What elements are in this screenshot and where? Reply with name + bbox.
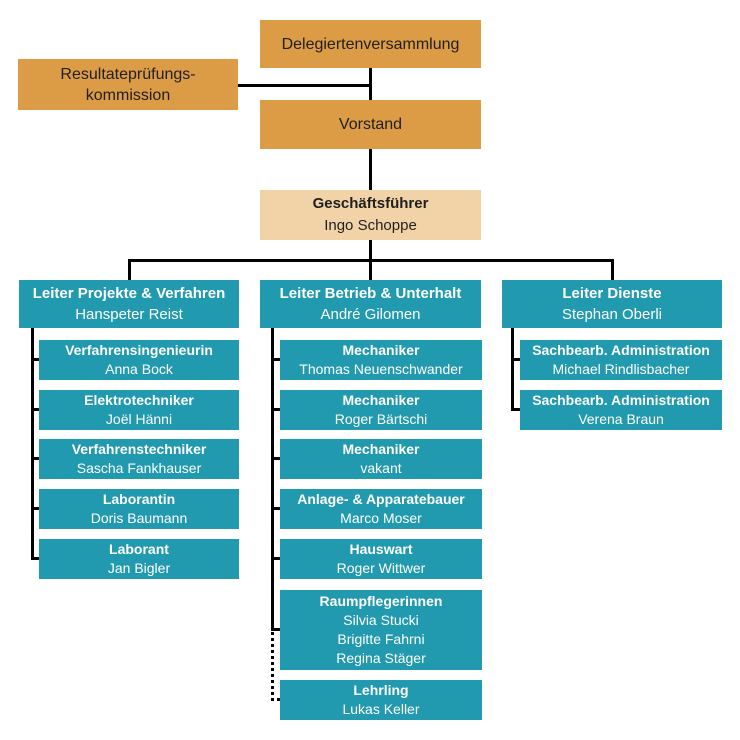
role-title: Mechaniker: [342, 441, 420, 457]
person-name: Roger Wittwer: [336, 560, 426, 576]
node-mechaniker-1: Mechaniker Thomas Neuenschwander: [280, 340, 482, 380]
stub-col2-item5: [271, 557, 281, 560]
person-name: André Gilomen: [320, 306, 421, 323]
node-verfahrensingenieurin: Verfahrensingenieurin Anna Bock: [39, 340, 239, 380]
role-title: Sachbearb. Administration: [532, 392, 710, 408]
node-lehrling: Lehrling Lukas Keller: [280, 680, 482, 720]
connector-drop-right: [611, 259, 614, 280]
node-geschaeftsfuehrer: Geschäftsführer Ingo Schoppe: [260, 190, 481, 240]
stub-col2-item3: [271, 457, 281, 460]
node-leiter-dienste: Leiter Dienste Stephan Oberli: [502, 280, 722, 328]
node-sachbearb-administration-1: Sachbearb. Administration Michael Rindli…: [520, 340, 722, 380]
person-name: Hanspeter Reist: [75, 306, 183, 323]
node-elektrotechniker: Elektrotechniker Joël Hänni: [39, 390, 239, 430]
node-title-line2: kommission: [85, 86, 171, 104]
person-name: Sascha Fankhauser: [76, 460, 202, 476]
role-title: Raumpflegerinnen: [319, 593, 443, 609]
node-mechaniker-3: Mechaniker vakant: [280, 439, 482, 479]
person-name: Lukas Keller: [342, 701, 420, 717]
role-title: Lehrling: [353, 682, 409, 698]
node-title-line1: Resultateprüfungs-: [60, 65, 196, 83]
person-name: Roger Bärtschi: [334, 411, 428, 427]
person-name: Marco Moser: [340, 510, 422, 526]
stub-col2-item4: [271, 507, 281, 510]
node-mechaniker-2: Mechaniker Roger Bärtschi: [280, 390, 482, 430]
person-name: Anna Bock: [105, 361, 173, 377]
role-title: Sachbearb. Administration: [532, 342, 710, 358]
stub-col1-item3: [31, 457, 40, 460]
node-raumpflegerinnen: Raumpflegerinnen Silvia Stucki Brigitte …: [280, 590, 482, 670]
connector-main-horizontal: [128, 259, 614, 262]
stub-col2-item2: [271, 408, 281, 411]
rail-column-2: [271, 328, 274, 630]
role-title: Mechaniker: [342, 342, 420, 358]
role-title: Leiter Dienste: [562, 285, 662, 302]
person-name: Thomas Neuenschwander: [299, 361, 463, 377]
rail-column-1: [31, 328, 34, 559]
node-title: Vorstand: [338, 116, 403, 133]
stub-col1-item1: [31, 358, 40, 361]
connector-drop-left: [128, 259, 131, 280]
role-title: Leiter Projekte & Verfahren: [32, 285, 226, 302]
node-leiter-projekte-verfahren: Leiter Projekte & Verfahren Hanspeter Re…: [19, 280, 239, 328]
node-anlage-apparatebauer: Anlage- & Apparatebauer Marco Moser: [280, 489, 482, 529]
stub-col1-item4: [31, 507, 40, 510]
role-title: Laborantin: [102, 491, 176, 507]
stub-col2-item1: [271, 358, 281, 361]
role-title: Laborant: [109, 541, 169, 557]
role-title: Elektrotechniker: [84, 392, 194, 408]
node-laborantin: Laborantin Doris Baumann: [39, 489, 239, 529]
person-name: Regina Stäger: [336, 650, 426, 666]
person-name: Doris Baumann: [90, 510, 188, 526]
person-name: Jan Bigler: [107, 560, 171, 576]
person-name: Silvia Stucki: [343, 612, 419, 628]
node-resultatepruefungskommission: Resultateprüfungs- kommission: [18, 59, 238, 110]
connector-vorstand-geschaeftsfuehrer: [369, 148, 372, 191]
role-title: Geschäftsführer: [312, 195, 429, 212]
stub-col2-item6: [271, 628, 281, 631]
stub-col1-item5: [31, 557, 40, 560]
person-name: Stephan Oberli: [561, 306, 663, 323]
role-title: Hauswart: [349, 541, 413, 557]
node-delegiertenversammlung: Delegiertenversammlung: [260, 20, 481, 68]
role-title: Verfahrensingenieurin: [65, 342, 213, 358]
role-title: Mechaniker: [342, 392, 420, 408]
node-title: Delegiertenversammlung: [281, 35, 460, 53]
person-name: vakant: [360, 460, 402, 476]
dotted-stub-lehrling: [271, 698, 281, 701]
connector-kommission-horizontal: [238, 84, 371, 87]
node-vorstand: Vorstand: [260, 100, 481, 149]
rail-column-3: [511, 328, 514, 410]
stub-col3-item2: [511, 408, 520, 411]
node-hauswart: Hauswart Roger Wittwer: [280, 539, 482, 579]
node-leiter-betrieb-unterhalt: Leiter Betrieb & Unterhalt André Gilomen: [260, 280, 481, 328]
role-title: Leiter Betrieb & Unterhalt: [279, 285, 462, 302]
person-name: Ingo Schoppe: [324, 217, 417, 234]
node-verfahrenstechniker: Verfahrenstechniker Sascha Fankhauser: [39, 439, 239, 479]
stub-col1-item2: [31, 408, 40, 411]
stub-col3-item1: [511, 358, 520, 361]
person-name: Joël Hänni: [105, 411, 173, 427]
person-name: Brigitte Fahrni: [337, 631, 425, 647]
person-name: Verena Braun: [578, 411, 664, 427]
person-name: Michael Rindlisbacher: [552, 361, 690, 377]
role-title: Verfahrenstechniker: [71, 441, 207, 457]
node-laborant: Laborant Jan Bigler: [39, 539, 239, 579]
dotted-rail-lehrling: [271, 632, 274, 700]
node-sachbearb-administration-2: Sachbearb. Administration Verena Braun: [520, 390, 722, 430]
role-title: Anlage- & Apparatebauer: [297, 491, 465, 507]
